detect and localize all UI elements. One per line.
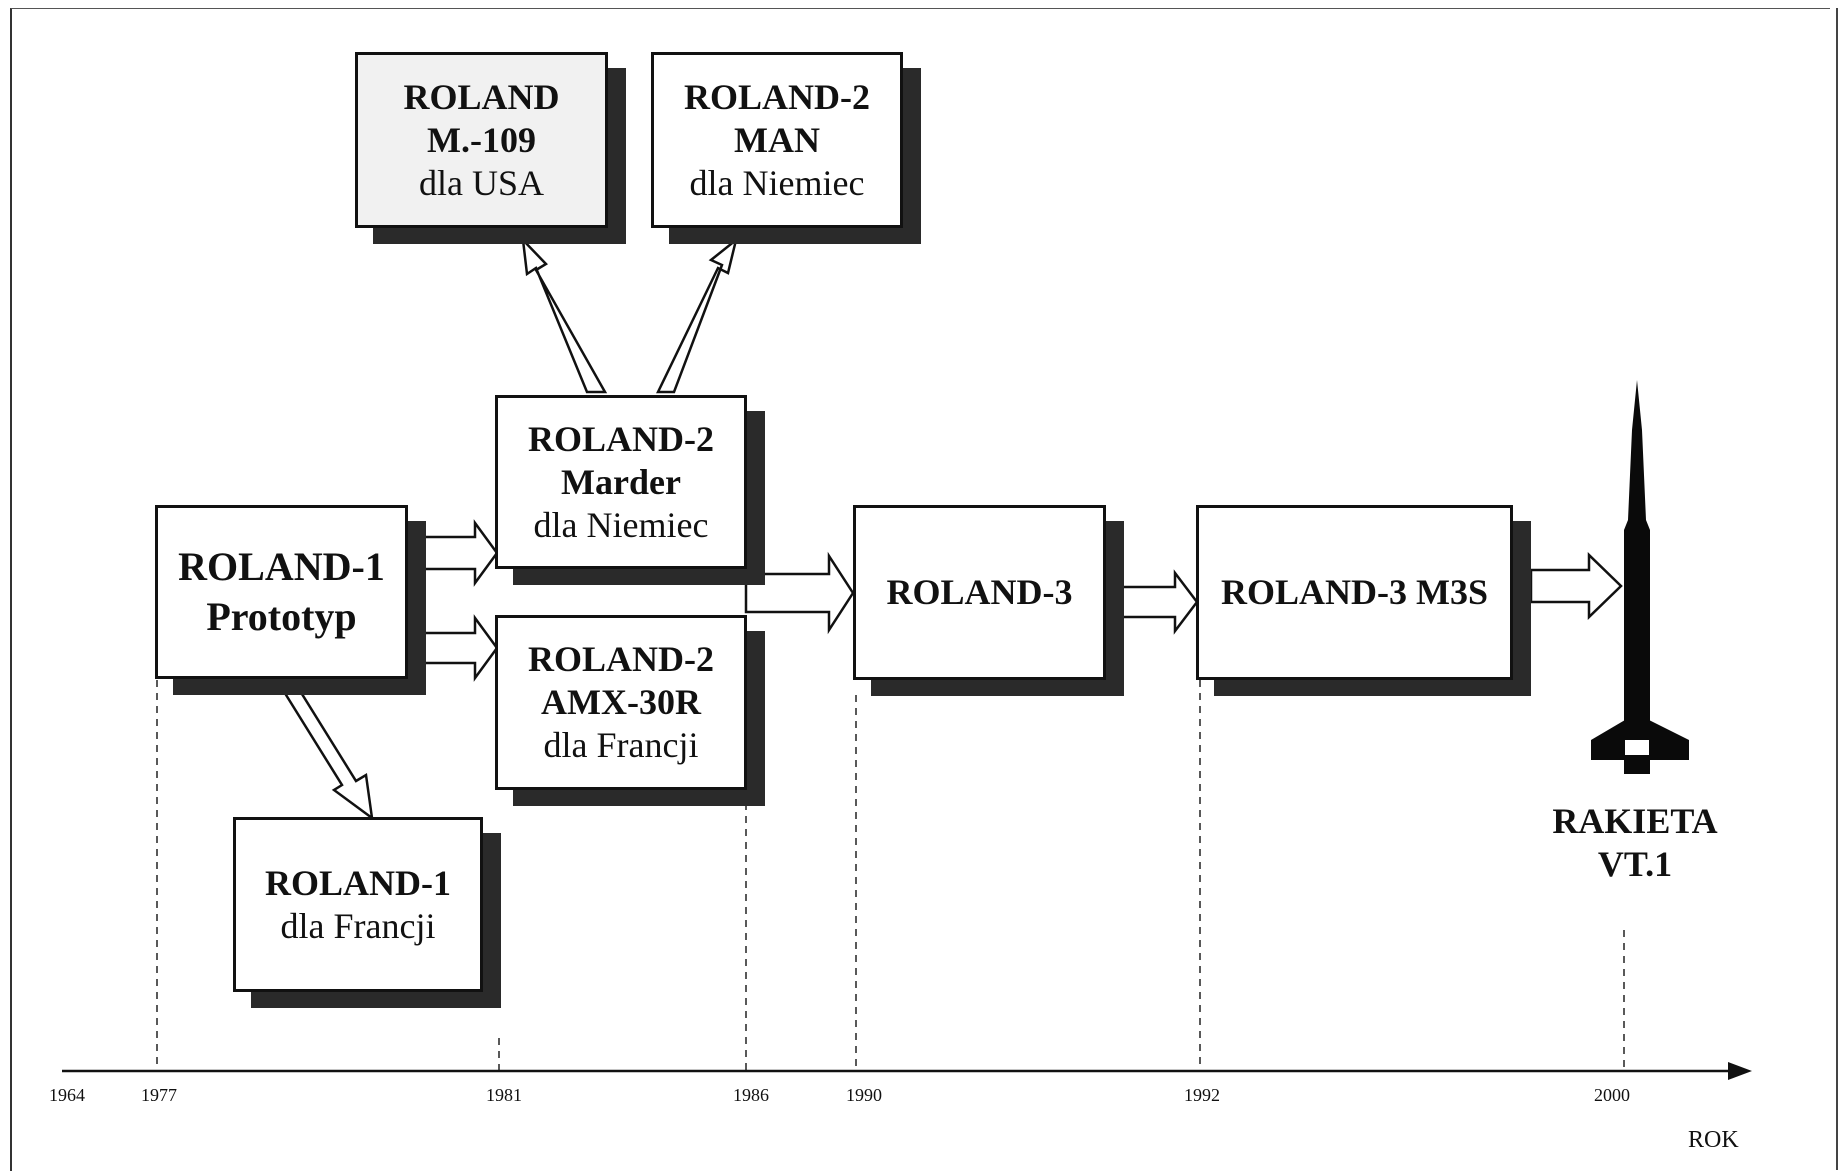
diagram-frame	[10, 8, 1830, 1171]
box-roland3-m3s: ROLAND-3 M3S	[1196, 505, 1513, 680]
arrow-proto-to-marder	[405, 519, 499, 587]
rocket-label: RAKIETA VT.1	[1520, 800, 1750, 886]
year-label: 1990	[846, 1085, 882, 1105]
year-label: 2000	[1594, 1085, 1630, 1105]
year-label: 1986	[733, 1085, 769, 1105]
box-line: dla Francji	[543, 725, 699, 765]
box-line: Marder	[561, 461, 681, 502]
box-roland2-man: ROLAND-2 MAN dla Niemiec	[651, 52, 903, 228]
axis-label-rok: ROK	[1688, 1127, 1739, 1153]
box-line: ROLAND-2	[684, 76, 870, 117]
time-axis-arrowhead	[1728, 1062, 1752, 1080]
box-line: M.-109	[427, 119, 536, 160]
arrow-marder-to-usa	[521, 236, 608, 394]
year-label: 1981	[486, 1085, 522, 1105]
box-roland-usa: ROLAND M.-109 dla USA	[355, 52, 608, 228]
box-line: ROLAND	[403, 76, 560, 117]
box-line: AMX-30R	[541, 682, 701, 722]
year-label: 1992	[1184, 1085, 1220, 1105]
arrow-roland3-to-m3s	[1103, 569, 1199, 635]
year-label: 1977	[141, 1085, 177, 1105]
box-roland3: ROLAND-3	[853, 505, 1106, 680]
rocket-label-line1: RAKIETA	[1552, 801, 1718, 841]
box-line: ROLAND-3	[886, 572, 1073, 612]
box-line: ROLAND-1	[265, 862, 451, 903]
box-line: Prototyp	[206, 594, 357, 639]
frame-right-edge	[1836, 8, 1838, 1170]
arrow-marder-to-man	[656, 236, 739, 394]
arrow-proto-to-amx	[405, 614, 499, 682]
rocket-label-line2: VT.1	[1597, 844, 1673, 884]
year-label: 1964	[49, 1085, 85, 1105]
box-line: dla Niemiec	[689, 162, 865, 203]
arrow-m3s-to-rocket	[1529, 552, 1623, 620]
box-line: ROLAND-2	[528, 639, 714, 679]
box-roland1-prototype: ROLAND-1 Prototyp	[155, 505, 408, 679]
box-line: dla Niemiec	[533, 504, 709, 545]
box-roland2-amx: ROLAND-2 AMX-30R dla Francji	[495, 615, 747, 790]
box-line: ROLAND-2	[528, 418, 714, 459]
box-line: ROLAND-1	[178, 544, 385, 589]
box-line: MAN	[734, 119, 820, 160]
box-roland2-marder: ROLAND-2 Marder dla Niemiec	[495, 395, 747, 569]
arrow-roland2-to-roland3	[744, 551, 855, 635]
rocket-icon	[1591, 380, 1689, 774]
box-roland1-france: ROLAND-1 dla Francji	[233, 817, 483, 992]
box-line: ROLAND-3 M3S	[1221, 572, 1488, 612]
arrow-proto-to-fr1	[276, 676, 374, 821]
box-line: dla USA	[419, 162, 544, 203]
box-line: dla Francji	[280, 905, 436, 946]
